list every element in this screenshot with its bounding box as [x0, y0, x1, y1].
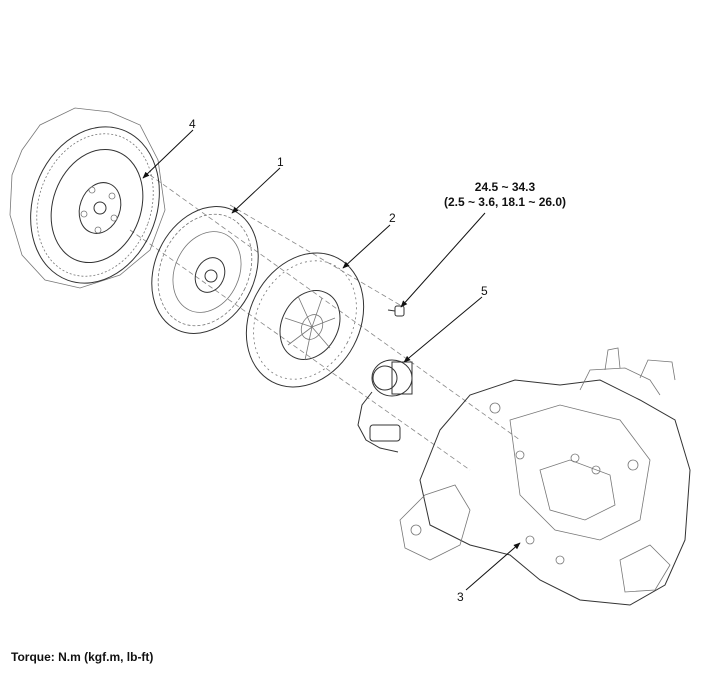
torque-spec-nm: 24.5 ~ 34.3: [474, 180, 536, 194]
torque-spec-converted: (2.5 ~ 3.6, 18.1 ~ 26.0): [443, 195, 567, 209]
callout-2: 2: [389, 211, 396, 225]
cover-bolt: [387, 305, 405, 317]
clutch-disc-part-1: [151, 206, 259, 334]
callout-4: 4: [189, 117, 196, 131]
clutch-cover-part-2: [245, 252, 365, 388]
assembly-axis-lines: [129, 174, 521, 471]
concentric-slave-cylinder-part-5: [357, 359, 413, 453]
leader-arrows: [142, 129, 521, 591]
callout-5: 5: [481, 284, 488, 298]
callout-1: 1: [277, 155, 284, 169]
torque-spec: 24.5 ~ 34.3 (2.5 ~ 3.6, 18.1 ~ 26.0): [420, 180, 590, 210]
transaxle-part-3: [399, 347, 691, 606]
callout-3: 3: [457, 590, 464, 604]
flywheel-part-4: [9, 107, 166, 289]
torque-units-note: Torque: N.m (kgf.m, lb-ft): [11, 650, 154, 664]
